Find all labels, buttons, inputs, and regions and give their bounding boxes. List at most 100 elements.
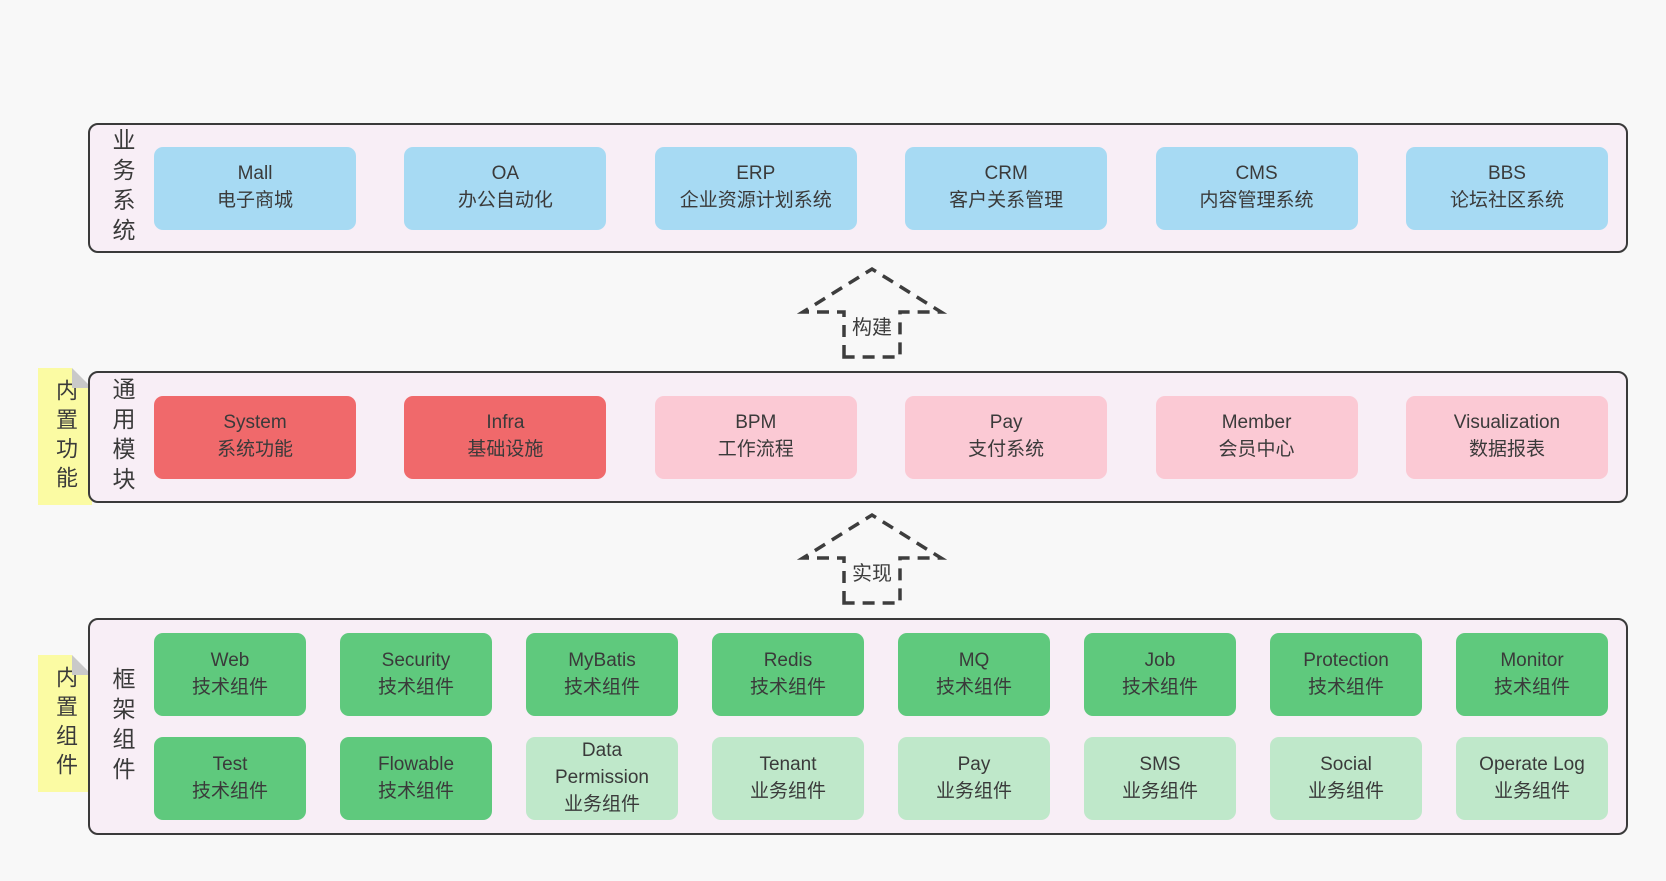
sticky-note-built-in-components: 内置组件 bbox=[38, 655, 92, 792]
box-title: Job bbox=[1144, 649, 1176, 671]
box-title: Web bbox=[210, 649, 250, 671]
box-subtitle: 技术组件 bbox=[191, 676, 268, 698]
box-subtitle: 企业资源计划系统 bbox=[679, 190, 832, 211]
box-subtitle: 技术组件 bbox=[377, 676, 454, 698]
box-protection: Protection 技术组件 bbox=[1270, 633, 1422, 716]
box-title: Pay bbox=[989, 412, 1023, 434]
arrow-label-bg bbox=[847, 313, 897, 340]
box-subtitle: 电子商城 bbox=[216, 190, 293, 211]
box-title: Redis bbox=[763, 649, 813, 671]
box-subtitle: 技术组件 bbox=[191, 780, 268, 802]
box-subtitle: 业务组件 bbox=[935, 780, 1012, 802]
box-erp: ERP 企业资源计划系统 bbox=[654, 146, 857, 230]
box-title: Flowable bbox=[377, 753, 455, 775]
box-subtitle: 系统功能 bbox=[216, 439, 293, 460]
arrow-outline bbox=[797, 512, 947, 605]
box-subtitle: 论坛社区系统 bbox=[1449, 190, 1564, 211]
box-bpm: BPM 工作流程 bbox=[654, 395, 857, 479]
box-member: Member 会员中心 bbox=[1155, 395, 1358, 479]
box-mq: MQ 技术组件 bbox=[898, 633, 1050, 716]
box-subtitle: 内容管理系统 bbox=[1199, 190, 1314, 211]
box-title: Data Permission bbox=[555, 740, 649, 789]
box-title: MQ bbox=[958, 649, 990, 671]
box-title: OA bbox=[491, 163, 520, 185]
box-tenant: Tenant 业务组件 bbox=[712, 737, 864, 820]
box-job: Job 技术组件 bbox=[1084, 633, 1236, 716]
box-title: Tenant bbox=[759, 753, 817, 775]
box-subtitle: 业务组件 bbox=[1493, 780, 1570, 802]
box-title: Social bbox=[1320, 753, 1372, 775]
box-test: Test 技术组件 bbox=[154, 737, 306, 820]
box-title: ERP bbox=[736, 163, 776, 185]
box-operate-log: Operate Log 业务组件 bbox=[1456, 737, 1608, 820]
arrow-label-build: 构建 bbox=[852, 316, 892, 339]
box-subtitle: 技术组件 bbox=[1121, 676, 1198, 698]
band-label-common-modules: 通用模块 bbox=[109, 377, 135, 497]
box-title: Pay bbox=[957, 753, 991, 775]
box-oa: OA 办公自动化 bbox=[404, 146, 607, 230]
box-subtitle: 业务组件 bbox=[749, 780, 826, 802]
box-subtitle: 技术组件 bbox=[563, 676, 640, 698]
box-title: Protection bbox=[1303, 649, 1389, 671]
arrow-up-implement: 实现 bbox=[797, 512, 947, 605]
box-title: MyBatis bbox=[568, 649, 636, 671]
box-social: Social 业务组件 bbox=[1270, 737, 1422, 820]
box-web: Web 技术组件 bbox=[154, 633, 306, 716]
box-flowable: Flowable 技术组件 bbox=[340, 737, 492, 820]
box-subtitle: 业务组件 bbox=[1121, 780, 1198, 802]
box-title: CMS bbox=[1235, 163, 1278, 185]
box-subtitle: 技术组件 bbox=[1307, 676, 1384, 698]
sticky-note-label: 内置组件 bbox=[53, 665, 78, 782]
box-mall: Mall 电子商城 bbox=[154, 146, 356, 230]
box-title: Operate Log bbox=[1479, 753, 1585, 775]
band-label-framework-components: 框架组件 bbox=[109, 666, 135, 787]
arrow-label-bg bbox=[847, 559, 897, 586]
arrow-outline bbox=[797, 266, 947, 359]
box-title: Monitor bbox=[1500, 649, 1564, 671]
box-cms: CMS 内容管理系统 bbox=[1155, 146, 1358, 230]
box-subtitle: 办公自动化 bbox=[457, 190, 553, 211]
box-subtitle: 业务组件 bbox=[563, 793, 640, 815]
box-pay: Pay 支付系统 bbox=[905, 395, 1108, 479]
box-title: Member bbox=[1221, 412, 1292, 434]
box-sms: SMS 业务组件 bbox=[1084, 737, 1236, 820]
box-subtitle: 基础设施 bbox=[467, 439, 544, 460]
box-subtitle: 业务组件 bbox=[1307, 780, 1384, 802]
box-mybatis: MyBatis 技术组件 bbox=[526, 633, 678, 716]
box-crm: CRM 客户关系管理 bbox=[905, 146, 1108, 230]
arrow-label-implement: 实现 bbox=[852, 562, 892, 585]
arrow-up-build: 构建 bbox=[797, 266, 947, 359]
box-title: Test bbox=[212, 753, 248, 775]
box-subtitle: 技术组件 bbox=[749, 676, 826, 698]
box-subtitle: 技术组件 bbox=[377, 780, 454, 802]
box-title: SMS bbox=[1139, 753, 1181, 775]
sticky-note-built-in-features: 内置功能 bbox=[38, 368, 92, 505]
band-label-business-systems: 业务系统 bbox=[109, 128, 135, 248]
box-data-permission: Data Permission 业务组件 bbox=[526, 737, 678, 820]
box-subtitle: 客户关系管理 bbox=[949, 190, 1064, 211]
component-row: Mall 电子商城 OA 办公自动化 ERP 企业资源计划系统 CRM 客户关系管理 CMS 内容… bbox=[154, 146, 1608, 230]
box-subtitle: 支付系统 bbox=[968, 439, 1045, 460]
box-title: BPM bbox=[735, 412, 777, 434]
box-title: Mall bbox=[237, 163, 273, 185]
box-subtitle: 工作流程 bbox=[717, 439, 794, 460]
box-subtitle: 技术组件 bbox=[935, 676, 1012, 698]
band-business-systems: 业务系统 Mall 电子商城 OA 办公自动化 ERP 企业资源计划系统 CRM 客户关系管理… bbox=[88, 123, 1628, 253]
box-visualization: Visualization 数据报表 bbox=[1405, 395, 1608, 479]
box-subtitle: 数据报表 bbox=[1468, 439, 1545, 460]
sticky-note-label: 内置功能 bbox=[53, 378, 78, 495]
box-title: Visualization bbox=[1453, 412, 1561, 434]
box-subtitle: 会员中心 bbox=[1218, 439, 1295, 460]
box-title: CRM bbox=[984, 163, 1028, 185]
